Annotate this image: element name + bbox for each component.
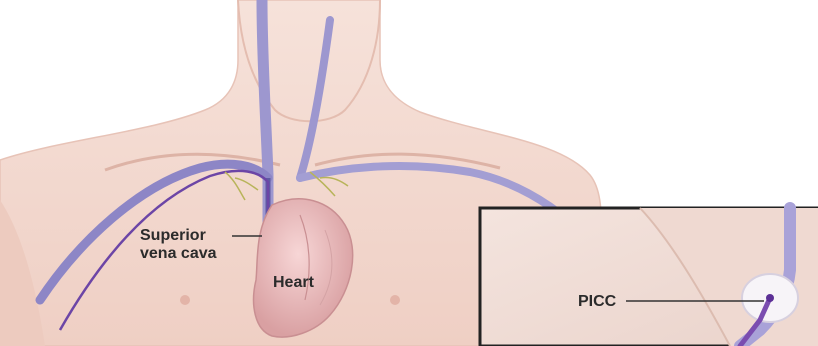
- superior-vena-cava-label-line1: Superior: [140, 227, 206, 245]
- heart-label: Heart: [273, 274, 314, 292]
- superior-vena-cava-label-line2: vena cava: [140, 245, 217, 263]
- inset-catheter-tip: [766, 294, 774, 302]
- right-nipple: [390, 295, 400, 305]
- picc-inset-panel: [480, 208, 818, 346]
- left-nipple: [180, 295, 190, 305]
- picc-label: PICC: [578, 293, 616, 311]
